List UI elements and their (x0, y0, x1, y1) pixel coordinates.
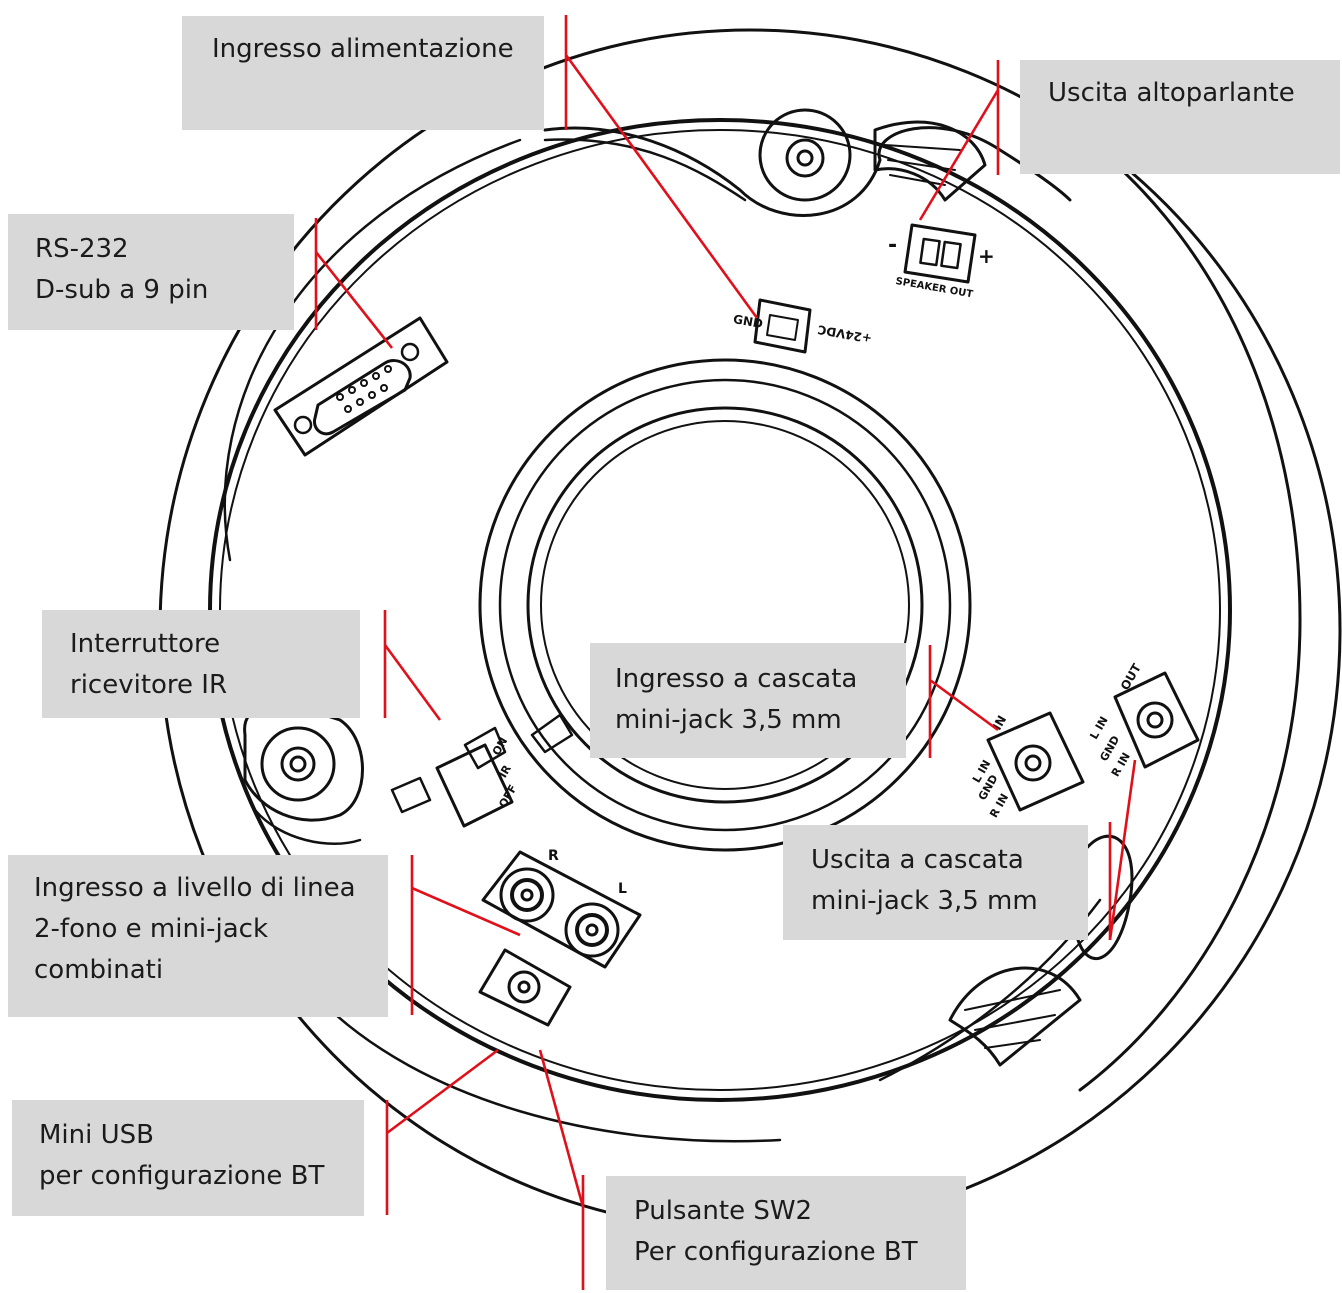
label-sw2-button: Pulsante SW2 Per configurazione BT (606, 1176, 966, 1290)
center-ring (478, 358, 972, 852)
label-power-input-text: Ingresso alimentazione (212, 34, 514, 64)
svg-text:+24VDC: +24VDC (816, 322, 873, 345)
svg-text:OUT: OUT (1118, 661, 1145, 693)
label-sw2-button-line1: Pulsante SW2 (634, 1196, 813, 1226)
line-input-block: R L (478, 848, 642, 1027)
label-cascade-in-line2: mini-jack 3,5 mm (615, 705, 842, 735)
label-ir-switch-line1: Interruttore (70, 629, 221, 659)
label-speaker-output-text: Uscita altoparlante (1048, 78, 1295, 108)
label-line-input: Ingresso a livello di linea 2-fono e min… (8, 855, 388, 1017)
label-rs232-line1: RS-232 (35, 234, 129, 264)
label-sw2-button-line2: Per configurazione BT (634, 1237, 918, 1267)
svg-text:IN: IN (990, 713, 1009, 733)
svg-text:-: - (888, 233, 897, 258)
label-line-input-line1: Ingresso a livello di linea (34, 873, 356, 903)
label-cascade-out: Uscita a cascata mini-jack 3,5 mm (783, 825, 1088, 940)
label-mini-usb-line2: per configurazione BT (39, 1161, 325, 1191)
label-ir-switch-line2: ricevitore IR (70, 670, 228, 700)
svg-text:L IN: L IN (1087, 714, 1110, 741)
label-cascade-out-line1: Uscita a cascata (811, 845, 1024, 875)
rs232-connector (273, 316, 449, 457)
label-cascade-in-line1: Ingresso a cascata (615, 664, 858, 694)
cascade-connectors: IN L IN GND R IN OUT L IN GND R IN (970, 661, 1200, 820)
label-rs232: RS-232 D-sub a 9 pin (8, 214, 294, 330)
label-ir-switch: Interruttore ricevitore IR (42, 610, 360, 718)
leader-lines (314, 15, 1137, 1290)
svg-text:L: L (618, 881, 627, 897)
label-line-input-line2: 2-fono e mini-jack (34, 914, 269, 944)
label-cascade-out-line2: mini-jack 3,5 mm (811, 886, 1038, 916)
label-rs232-line2: D-sub a 9 pin (35, 275, 209, 305)
ir-switch: ON IR OFF (390, 726, 520, 828)
label-line-input-line3: combinati (34, 955, 164, 985)
top-bracket (543, 108, 1072, 217)
svg-text:+: + (978, 244, 995, 268)
svg-text:ON: ON (490, 735, 511, 758)
power-terminal: GND +24VDC (732, 298, 873, 354)
label-speaker-output: Uscita altoparlante (1020, 60, 1340, 174)
svg-text:R: R (548, 848, 559, 864)
label-mini-usb-line1: Mini USB (39, 1120, 154, 1150)
label-mini-usb: Mini USB per configurazione BT (12, 1100, 364, 1216)
label-power-input: Ingresso alimentazione (182, 16, 544, 130)
svg-text:OFF: OFF (496, 783, 519, 811)
speaker-terminal: - + SPEAKER OUT (888, 223, 995, 300)
label-cascade-in: Ingresso a cascata mini-jack 3,5 mm (590, 643, 906, 758)
